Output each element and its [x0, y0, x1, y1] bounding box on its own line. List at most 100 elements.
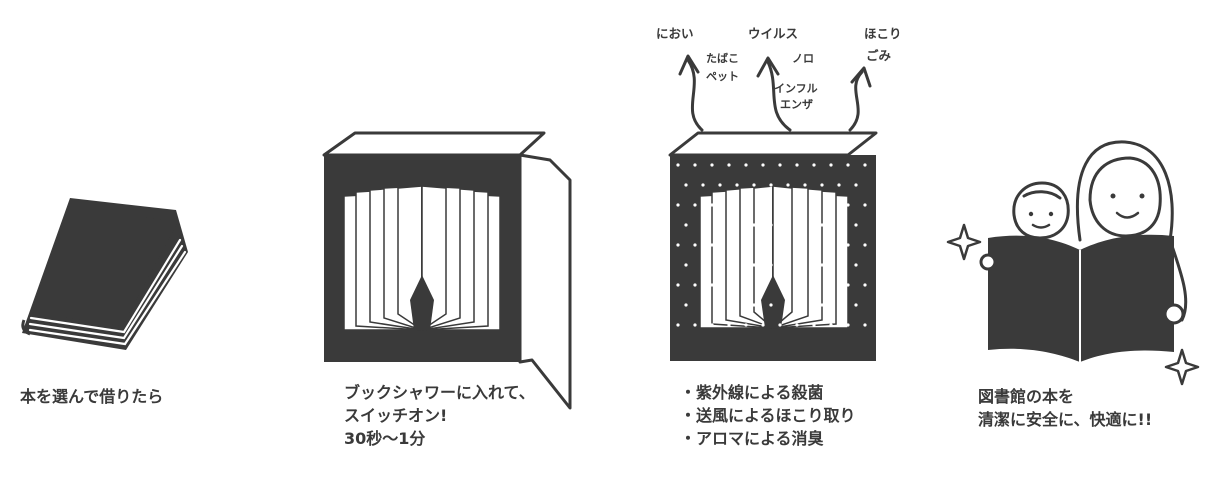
- uv-dot: [829, 163, 833, 167]
- label-virus: ウイルス: [748, 26, 799, 41]
- uv-dot: [846, 163, 850, 167]
- uv-dot: [812, 243, 816, 247]
- step-1-caption: 本を選んで借りたら: [20, 387, 164, 406]
- uv-dot: [718, 263, 722, 267]
- uv-dot: [676, 243, 680, 247]
- uv-dot: [863, 323, 867, 327]
- uv-dot: [778, 163, 782, 167]
- bullet-aroma: ・アロマによる消臭: [680, 429, 824, 448]
- uv-dot: [795, 203, 799, 207]
- uv-dot: [812, 323, 816, 327]
- uv-dot: [812, 283, 816, 287]
- uv-dot: [684, 303, 688, 307]
- uv-dot: [786, 303, 790, 307]
- step-2-caption-line-1: ブックシャワーに入れて、: [344, 383, 535, 402]
- uv-dot: [803, 223, 807, 227]
- step-4-caption-line-1: 図書館の本を: [978, 387, 1075, 406]
- uv-dot: [735, 183, 739, 187]
- uv-dot: [676, 203, 680, 207]
- uv-dot: [727, 243, 731, 247]
- uv-dot: [701, 223, 705, 227]
- uv-dot: [795, 283, 799, 287]
- uv-dot: [820, 303, 824, 307]
- uv-dot: [761, 163, 765, 167]
- uv-dot: [837, 223, 841, 227]
- uv-dot: [778, 323, 782, 327]
- uv-dot: [727, 283, 731, 287]
- uv-dot: [820, 183, 824, 187]
- book-shower-machine-icon: [322, 131, 572, 410]
- uv-dot: [701, 183, 705, 187]
- step-2-caption: ブックシャワーに入れて、 スイッチオン! 30秒〜1分: [344, 381, 535, 450]
- step-2-caption-line-3: 30秒〜1分: [344, 429, 426, 448]
- uv-dot: [769, 263, 773, 267]
- uv-dot: [676, 323, 680, 327]
- uv-dot: [761, 243, 765, 247]
- uv-dot: [761, 203, 765, 207]
- step-3-bullets: ・紫外線による殺菌 ・送風によるほこり取り ・アロマによる消臭: [680, 381, 856, 450]
- uv-dot: [693, 323, 697, 327]
- uv-dot: [693, 243, 697, 247]
- uv-dot: [820, 223, 824, 227]
- uv-dot: [744, 323, 748, 327]
- book-shower-cleaning-icon: [668, 54, 878, 361]
- bullet-air: ・送風によるほこり取り: [680, 406, 856, 425]
- uv-dot: [854, 223, 858, 227]
- uv-dot: [701, 263, 705, 267]
- uv-dot: [693, 203, 697, 207]
- uv-dot: [837, 303, 841, 307]
- uv-dot: [710, 243, 714, 247]
- uv-dot: [735, 223, 739, 227]
- uv-dot: [761, 283, 765, 287]
- uv-dot: [710, 203, 714, 207]
- label-pet: ペット: [706, 70, 739, 83]
- parent-child-reading-icon: [946, 140, 1200, 386]
- uv-dot: [803, 183, 807, 187]
- uv-dot: [778, 243, 782, 247]
- uv-dot: [710, 163, 714, 167]
- uv-dot: [735, 263, 739, 267]
- uv-dot: [684, 263, 688, 267]
- uv-dot: [863, 243, 867, 247]
- uv-dot: [718, 223, 722, 227]
- uv-dot: [744, 243, 748, 247]
- label-dust: ほこり: [864, 26, 902, 41]
- uv-dot: [854, 303, 858, 307]
- label-influenza-2: エンザ: [780, 98, 813, 111]
- uv-dot: [769, 303, 773, 307]
- uv-dot: [676, 163, 680, 167]
- label-noro: ノロ: [792, 52, 814, 65]
- uv-dot: [684, 183, 688, 187]
- uv-dot: [846, 203, 850, 207]
- label-smell: におい: [656, 26, 694, 41]
- uv-dot: [812, 163, 816, 167]
- uv-dot: [778, 283, 782, 287]
- closed-book-icon: [21, 198, 188, 350]
- uv-dot: [744, 163, 748, 167]
- uv-dot: [727, 323, 731, 327]
- uv-dot: [803, 263, 807, 267]
- uv-dot: [735, 303, 739, 307]
- uv-dot: [769, 223, 773, 227]
- uv-dot: [778, 203, 782, 207]
- uv-dot: [854, 183, 858, 187]
- uv-dot: [769, 183, 773, 187]
- uv-dot: [837, 263, 841, 267]
- step-1-panel: 本を選んで借りたら: [0, 0, 230, 481]
- uv-dot: [727, 203, 731, 207]
- uv-dot: [684, 223, 688, 227]
- uv-dot: [846, 243, 850, 247]
- uv-dot: [718, 303, 722, 307]
- uv-dot: [744, 203, 748, 207]
- step-4-panel: 図書館の本を 清潔に安全に、快適に!!: [930, 0, 1229, 481]
- uv-dot: [829, 203, 833, 207]
- uv-dot: [812, 203, 816, 207]
- step-4-caption-line-2: 清潔に安全に、快適に!!: [978, 410, 1153, 429]
- step-3-panel: におい たばこ ペット ウイルス ノロ インフル エンザ ほこり ごみ ・紫外線…: [640, 0, 930, 481]
- label-garbage: ごみ: [866, 48, 892, 63]
- uv-dot: [829, 323, 833, 327]
- uv-dot: [693, 283, 697, 287]
- label-influenza-1: インフル: [774, 82, 818, 95]
- uv-dot: [718, 183, 722, 187]
- uv-dot: [752, 263, 756, 267]
